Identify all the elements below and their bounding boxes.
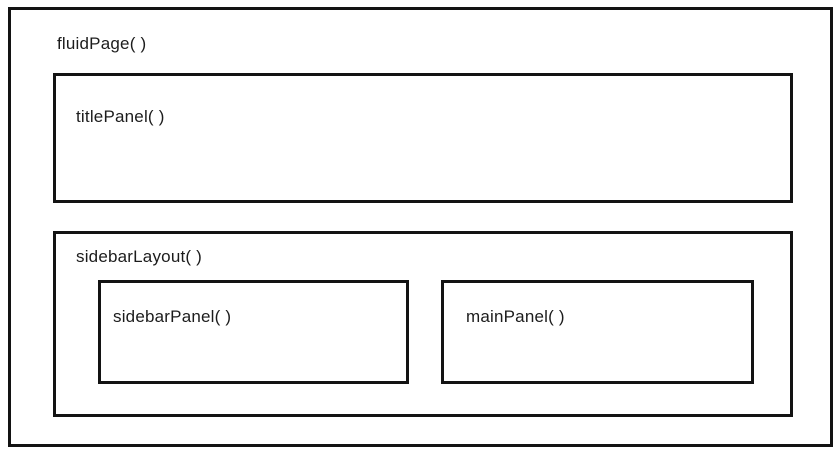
mainpanel-label: mainPanel( ) bbox=[466, 307, 565, 326]
titlepanel-box: titlePanel( ) bbox=[53, 73, 793, 203]
mainpanel-box: mainPanel( ) bbox=[441, 280, 754, 384]
sidebarpanel-label: sidebarPanel( ) bbox=[113, 307, 232, 326]
fluidpage-label: fluidPage( ) bbox=[57, 34, 147, 53]
sidebarpanel-box: sidebarPanel( ) bbox=[98, 280, 409, 384]
sidebarlayout-label: sidebarLayout( ) bbox=[76, 247, 203, 266]
titlepanel-label: titlePanel( ) bbox=[76, 107, 165, 126]
sidebarlayout-box: sidebarLayout( ) sidebarPanel( ) mainPan… bbox=[53, 231, 793, 417]
fluidpage-box: fluidPage( ) titlePanel( ) sidebarLayout… bbox=[8, 7, 833, 447]
